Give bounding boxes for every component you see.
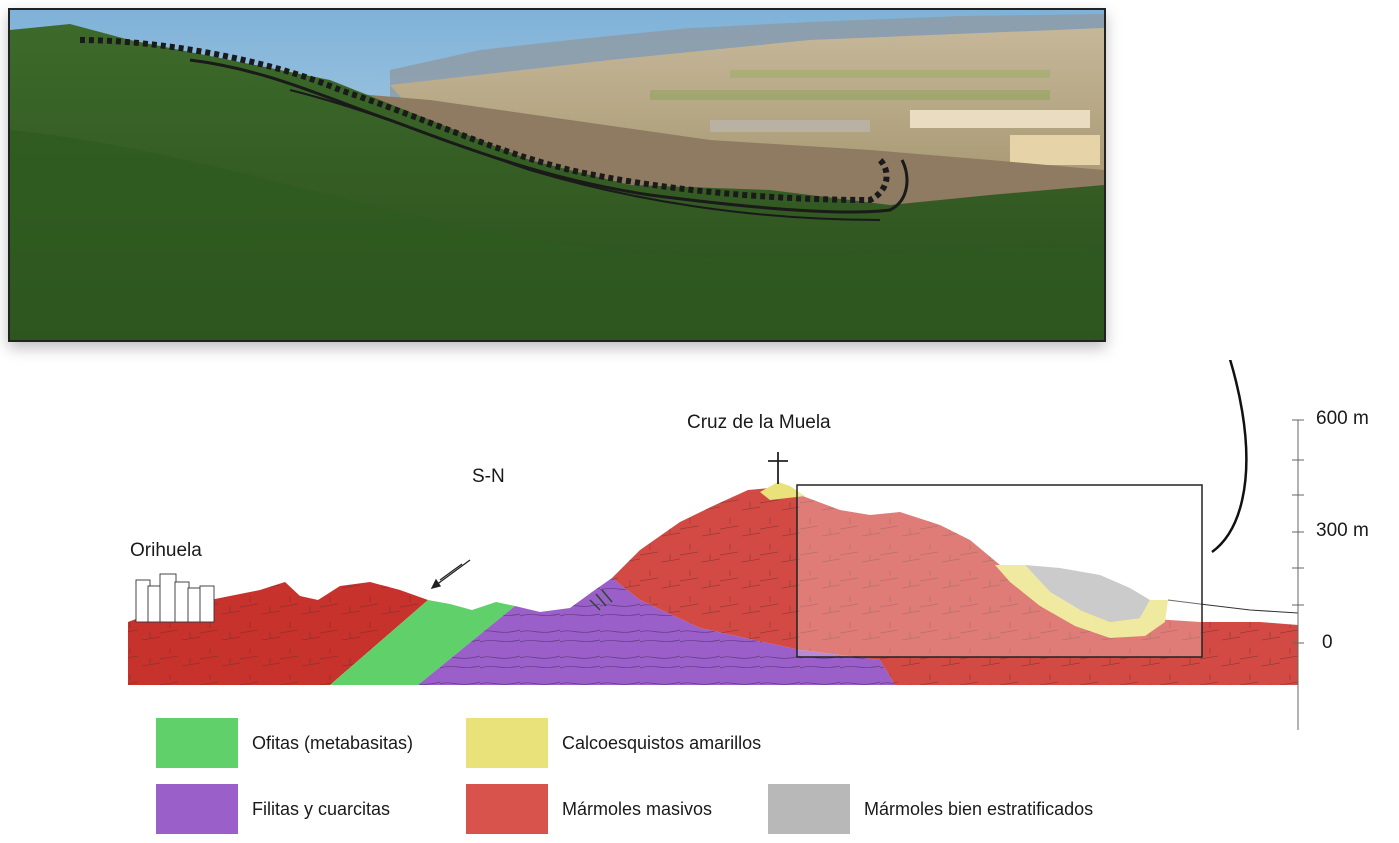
- peak-label: Cruz de la Muela: [687, 412, 831, 433]
- legend-swatch-calcoesquistos: [466, 718, 548, 768]
- town-icon: [135, 573, 215, 623]
- orihuela-label: Orihuela: [130, 540, 202, 561]
- geological-cross-section: Orihuela S-N Cruz de la Muela 600 m 300 …: [0, 360, 1399, 843]
- landscape-photo: [8, 8, 1106, 342]
- legend-item-filitas: Filitas y cuarcitas: [156, 784, 390, 834]
- legend-label-calcoesquistos: Calcoesquistos amarillos: [562, 732, 762, 753]
- legend-item-marmoles-masivos: Mármoles masivos: [466, 784, 712, 834]
- fault-arrow-icon: [430, 559, 471, 589]
- legend-label-marmoles-masivos: Mármoles masivos: [562, 798, 713, 819]
- scale-label-0: 0: [1322, 632, 1333, 653]
- legend-swatch-marmoles-masivos: [466, 784, 548, 834]
- detail-box: [796, 484, 1203, 658]
- cross-icon: [768, 452, 788, 484]
- scale-label-600: 600 m: [1316, 408, 1369, 429]
- legend-item-ofitas: Ofitas (metabasitas): [156, 718, 413, 768]
- calcoesquistos-fold: [995, 565, 1168, 638]
- legend-item-calcoesquistos: Calcoesquistos amarillos: [466, 718, 761, 768]
- scale-label-300: 300 m: [1316, 520, 1369, 541]
- legend-label-marmoles-estratificados: Mármoles bien estratificados: [864, 798, 1094, 819]
- ofitas-layer: [330, 600, 515, 685]
- legend-swatch-marmoles-estratificados: [768, 784, 850, 834]
- legend-label-filitas: Filitas y cuarcitas: [252, 798, 391, 819]
- section-direction-label: S-N: [472, 466, 505, 487]
- legend-item-marmoles-estratificados: Mármoles bien estratificados: [768, 784, 1093, 834]
- legend-label-ofitas: Ofitas (metabasitas): [252, 732, 414, 753]
- marmoles-estratificados: [1025, 565, 1150, 622]
- link-arrow: [1211, 360, 1248, 554]
- scale-bar: [1292, 419, 1304, 730]
- legend-swatch-filitas: [156, 784, 238, 834]
- legend-swatch-ofitas: [156, 718, 238, 768]
